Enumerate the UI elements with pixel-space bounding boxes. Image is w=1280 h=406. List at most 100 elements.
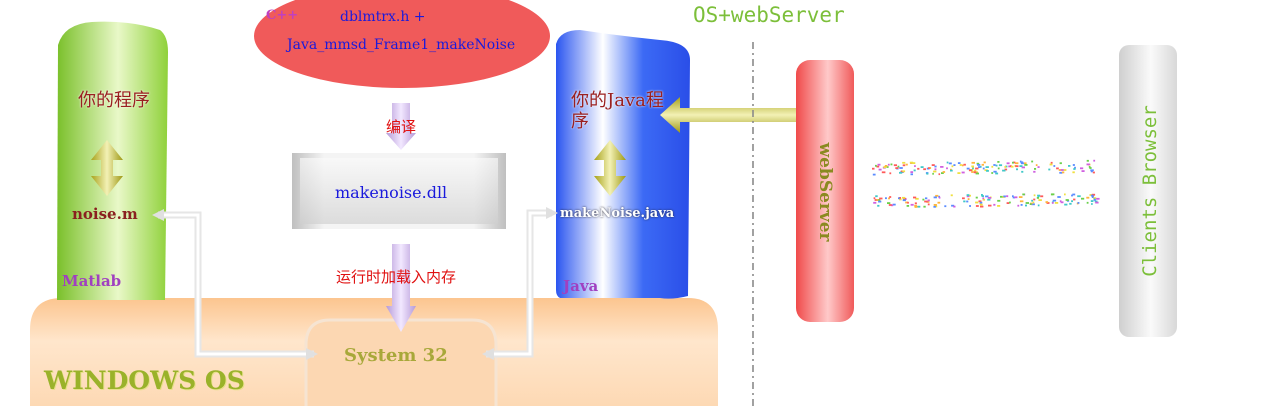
network-dot (906, 205, 910, 207)
network-dot (905, 201, 908, 204)
network-dot (1037, 204, 1040, 207)
network-dot (1025, 204, 1027, 207)
network-dot (976, 162, 980, 165)
network-dot (1061, 171, 1065, 174)
matlab-double-arrow (91, 140, 123, 196)
network-dot (1038, 199, 1042, 201)
network-dot (874, 199, 878, 201)
java-webserver-arrow (660, 97, 816, 133)
network-dot (890, 163, 893, 166)
network-dot (926, 201, 930, 203)
network-dot (1090, 170, 1093, 173)
network-dot (946, 161, 949, 164)
network-dot (1058, 169, 1062, 171)
network-dot (884, 165, 888, 167)
network-dot (969, 205, 971, 207)
network-dot (917, 205, 921, 208)
network-dot (1081, 170, 1085, 172)
network-dot (950, 194, 953, 197)
network-dot (1012, 196, 1016, 199)
network-dot (966, 194, 970, 196)
network-dot (1034, 168, 1037, 170)
network-dot (942, 171, 946, 173)
network-dot (883, 166, 886, 168)
network-dot (914, 202, 917, 205)
network-dot (913, 196, 917, 199)
network-dot (980, 205, 984, 208)
network-dot (974, 169, 977, 172)
network-dot (1057, 196, 1061, 198)
network-dot (892, 203, 896, 206)
network-dot (978, 166, 981, 168)
network-dot (962, 197, 965, 200)
network-dot (1013, 161, 1016, 164)
compile-label: 编译 (386, 118, 417, 136)
network-dot (899, 167, 903, 169)
network-dot (875, 195, 878, 198)
network-dot (927, 199, 930, 202)
network-dot (1093, 197, 1097, 199)
load-label: 运行时加载入内存 (336, 268, 457, 286)
c-source-line1: dblmtrx.h + (340, 9, 426, 25)
network-dot (926, 172, 929, 175)
browser-capsule (1119, 45, 1177, 337)
network-dot (1071, 200, 1073, 203)
network-dot (1096, 197, 1100, 200)
network-dot (1090, 194, 1094, 197)
c-source-ellipse (254, 0, 550, 88)
network-dot (951, 165, 954, 168)
network-dot (1018, 196, 1023, 198)
network-dot (1091, 203, 1093, 205)
network-dot (1060, 169, 1064, 171)
network-dot (913, 169, 916, 172)
network-dot (898, 197, 900, 200)
network-dot (1063, 169, 1067, 171)
network-dot (879, 197, 883, 200)
network-dot (993, 203, 996, 206)
network-dot (933, 204, 937, 206)
network-dot (957, 172, 961, 174)
network-dot (897, 165, 900, 168)
network-dot (876, 165, 880, 168)
network-dot (929, 167, 932, 169)
network-dot (1008, 165, 1012, 168)
network-dot (876, 199, 879, 201)
network-dot (1081, 197, 1085, 200)
webserver-label: webServer (815, 142, 835, 242)
network-dot (920, 166, 924, 168)
network-dot (991, 165, 994, 168)
network-dot (881, 171, 886, 174)
network-dot (953, 205, 956, 208)
network-dot (982, 197, 985, 200)
network-dot (975, 171, 978, 174)
network-dot (938, 195, 940, 198)
network-dot (1090, 200, 1094, 202)
matlab-file-label: noise.m (72, 205, 138, 223)
network-dot (1019, 160, 1022, 163)
network-dot (975, 201, 979, 204)
network-dot (998, 164, 1003, 167)
network-dot (979, 201, 983, 204)
network-dot (1072, 193, 1076, 196)
network-dot (1017, 204, 1020, 207)
network-dot (985, 166, 989, 168)
network-dot (914, 204, 917, 207)
network-dots-top (872, 159, 1096, 176)
network-dot (971, 171, 974, 173)
network-dot (928, 167, 930, 169)
network-dot (946, 167, 948, 170)
network-dot (910, 173, 913, 176)
network-dot (1037, 166, 1040, 168)
network-dot (1094, 200, 1098, 203)
network-dot (1019, 200, 1024, 203)
network-dot (1059, 171, 1063, 174)
java-platform-label: Java (563, 277, 599, 295)
network-dot (966, 167, 970, 170)
network-dot (1011, 165, 1014, 168)
network-dot (931, 164, 935, 166)
network-dot (981, 194, 983, 196)
network-dot (975, 167, 979, 170)
network-dot (902, 161, 906, 164)
network-dot (909, 161, 914, 164)
